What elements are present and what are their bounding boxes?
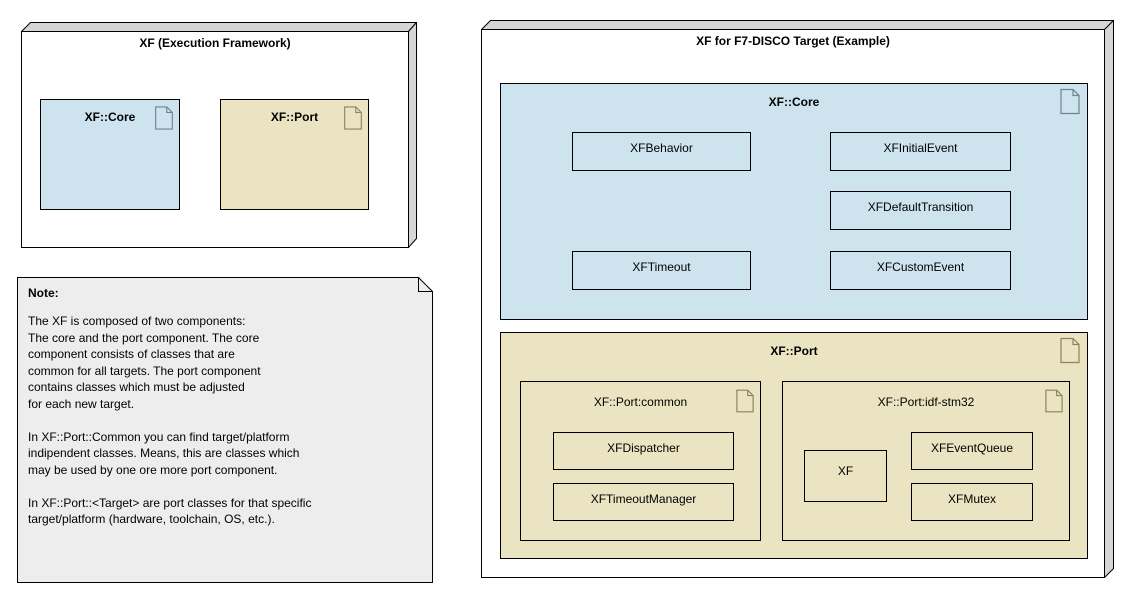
class-xftimeoutmanager: XFTimeoutManager: [553, 483, 734, 521]
document-icon: [736, 389, 754, 413]
package-xf-core-label: XF::Core: [84, 110, 136, 124]
subpackage-xf-port-common: XF::Port:common XFDispatcher XFTimeoutMa…: [520, 381, 761, 541]
target-package-xf-core-label: XF::Core: [768, 95, 820, 109]
document-icon: [1060, 88, 1080, 115]
package-xf-port: XF::Port: [220, 99, 369, 210]
class-xf: XF: [804, 450, 887, 502]
class-xfmutex: XFMutex: [911, 483, 1033, 521]
subpackage-xf-port-idf-stm32-label: XF::Port:idf-stm32: [877, 395, 975, 409]
package-xf-core: XF::Core: [40, 99, 180, 210]
xf-target-node: XF for F7-DISCO Target (Example) XF::Cor…: [481, 20, 1114, 578]
class-xftimeout: XFTimeout: [572, 251, 751, 290]
target-package-xf-port: XF::Port XF::Port:common XFDispatcher XF…: [500, 332, 1088, 559]
target-package-xf-core: XF::Core XFBehavior XFInitialEvent XFDef…: [500, 83, 1088, 320]
document-icon: [1060, 337, 1080, 364]
subpackage-xf-port-common-label: XF::Port:common: [593, 395, 688, 409]
class-xfcustomevent: XFCustomEvent: [830, 251, 1011, 290]
class-xfinitialevent: XFInitialEvent: [830, 132, 1011, 171]
note-title: Note:: [28, 286, 59, 300]
note-shape: [17, 277, 433, 583]
xf-target-node-title: XF for F7-DISCO Target (Example): [696, 34, 890, 48]
class-xfdispatcher: XFDispatcher: [553, 432, 734, 470]
document-icon: [1045, 389, 1063, 413]
document-icon: [155, 106, 173, 130]
document-icon: [344, 106, 362, 130]
xf-framework-node-title: XF (Execution Framework): [139, 36, 291, 50]
note-body: The XF is composed of two components: Th…: [28, 314, 312, 526]
class-xfdefaulttransition: XFDefaultTransition: [830, 191, 1011, 230]
class-xfeventqueue: XFEventQueue: [911, 432, 1033, 470]
xf-framework-node: XF (Execution Framework) XF::Core XF::Po…: [21, 22, 417, 248]
target-package-xf-port-label: XF::Port: [770, 344, 818, 358]
package-xf-port-label: XF::Port: [270, 110, 319, 124]
subpackage-xf-port-idf-stm32: XF::Port:idf-stm32 XF XFEventQueue XFMut…: [782, 381, 1070, 541]
class-xfbehavior: XFBehavior: [572, 132, 751, 171]
note: Note: The XF is composed of two componen…: [17, 277, 433, 583]
